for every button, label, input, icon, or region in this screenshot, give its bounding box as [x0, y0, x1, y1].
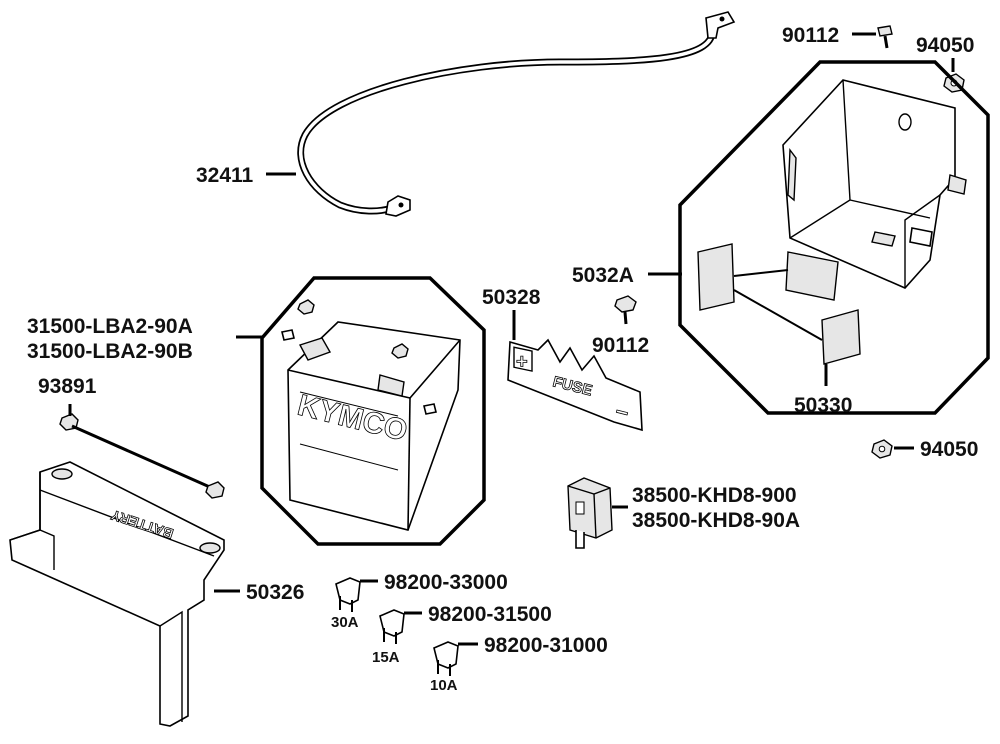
- label-relay-b: 38500-KHD8-90A: [632, 509, 800, 532]
- minus-marking: −: [613, 399, 632, 426]
- label-94050-mid: 94050: [920, 438, 978, 461]
- screw-90112-mid: [614, 295, 637, 325]
- fuse-10a: [433, 641, 459, 676]
- label-90112-top: 90112: [782, 24, 839, 47]
- label-fuse-10a-part: 98200-31000: [484, 634, 608, 657]
- label-50326: 50326: [246, 581, 304, 604]
- battery: KYMCO: [287, 321, 461, 531]
- battery-bolt-right: [391, 343, 437, 415]
- battery-box: [782, 79, 967, 289]
- label-fuse-15a-part: 98200-31500: [428, 603, 552, 626]
- pad-50330-a: [697, 243, 735, 311]
- label-90112-mid: 90112: [592, 334, 649, 357]
- plus-marking: +: [516, 351, 528, 373]
- label-93891: 93891: [38, 375, 97, 398]
- nut-94050-mid: [871, 439, 893, 459]
- label-94050-top: 94050: [916, 34, 974, 57]
- bolt-93891: [59, 404, 225, 499]
- label-fuse-10a-rating: 10A: [430, 677, 458, 694]
- group-outline-battery: [260, 276, 486, 546]
- pad-50330-b: [785, 251, 839, 301]
- label-battery-a: 31500-LBA2-90A: [27, 315, 193, 338]
- label-32411: 32411: [196, 164, 254, 187]
- fuse-holder-strip: + FUSE −: [507, 338, 643, 432]
- label-battery-b: 31500-LBA2-90B: [27, 340, 193, 363]
- battery-cover: BATTERY: [9, 461, 225, 727]
- screw-90112-top: [877, 25, 893, 49]
- label-fuse-30a-part: 98200-33000: [384, 571, 508, 594]
- label-fuse-15a-rating: 15A: [372, 649, 400, 666]
- label-fuse-30a-rating: 30A: [331, 614, 359, 631]
- fuse-15a: [379, 609, 405, 644]
- label-relay-a: 38500-KHD8-900: [632, 484, 797, 507]
- label-50328: 50328: [482, 286, 541, 309]
- label-50330: 50330: [794, 394, 852, 417]
- battery-cable: [297, 11, 736, 217]
- fuse-30a: [335, 577, 361, 612]
- pad-50330-c: [821, 309, 861, 365]
- label-5032A: 5032A: [572, 264, 634, 287]
- starter-relay: [567, 477, 613, 549]
- group-outline-5032A: [678, 60, 990, 415]
- battery-bolt-left: [281, 299, 315, 341]
